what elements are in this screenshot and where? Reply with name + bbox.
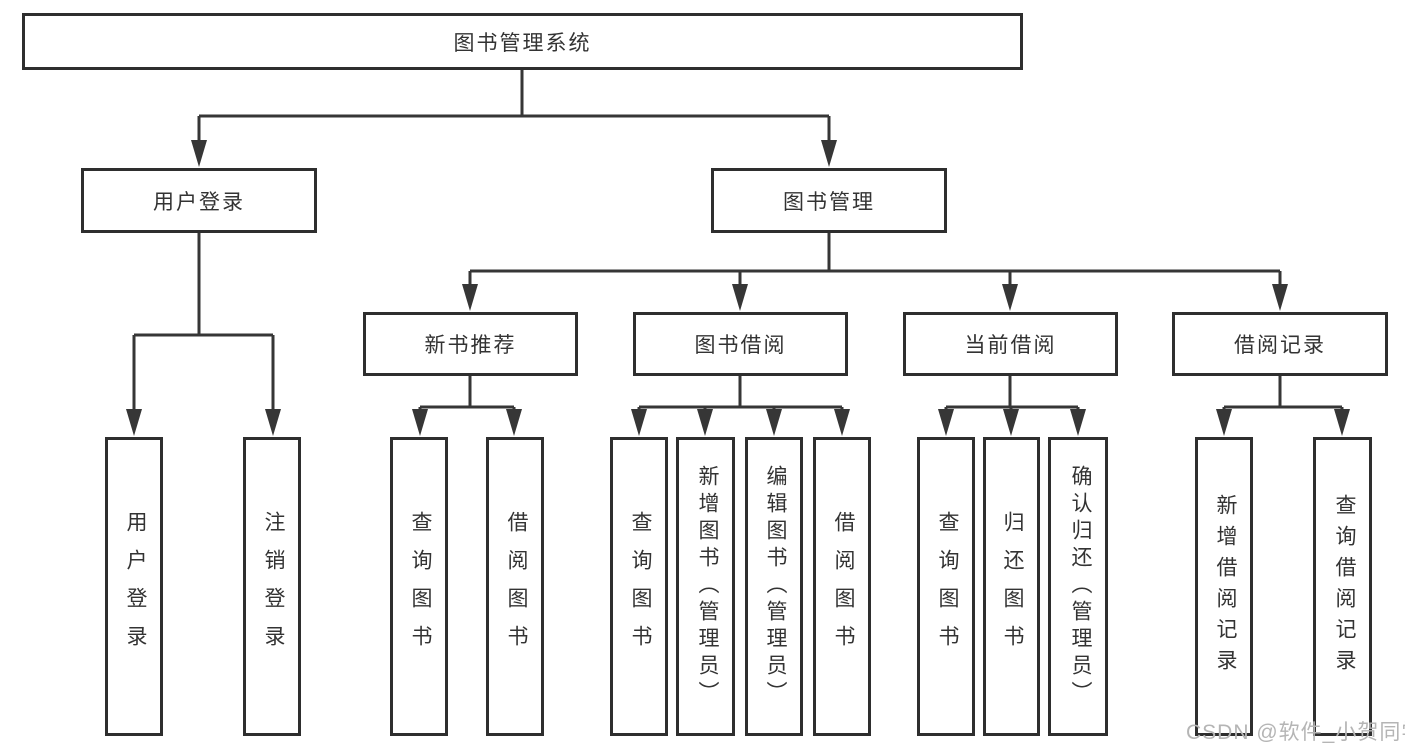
node-user-login-label: 用户登录 <box>153 190 245 214</box>
node-book-management-label: 图书管理 <box>783 190 875 214</box>
leaf-bb-query-book: 查询图书 <box>610 437 668 736</box>
leaf-br-add-record: 新增借阅记录 <box>1195 437 1253 736</box>
leaf-bb-borrow-book: 借阅图书 <box>813 437 871 736</box>
csdn-watermark: CSDN @软件_小贺同学 <box>1186 721 1405 744</box>
node-root-system-label: 图书管理系统 <box>453 31 592 55</box>
node-current-borrow: 当前借阅 <box>903 312 1118 376</box>
node-new-book-recommend-label: 新书推荐 <box>424 334 517 357</box>
leaf-cb-return-book: 归还图书 <box>983 437 1040 736</box>
leaf-user-login: 用户登录 <box>105 437 163 736</box>
arrowheads <box>126 140 1350 436</box>
node-borrow-records-label: 借阅记录 <box>1234 334 1326 357</box>
leaf-nb-query-book: 查询图书 <box>390 437 448 736</box>
leaf-nb-borrow-book: 借阅图书 <box>486 437 544 736</box>
leaf-br-query-record: 查询借阅记录 <box>1313 437 1372 736</box>
node-book-borrow-label: 图书借阅 <box>694 334 787 357</box>
leaf-logout: 注销登录 <box>243 437 301 736</box>
node-book-borrow: 图书借阅 <box>633 312 848 376</box>
node-current-borrow-label: 当前借阅 <box>964 334 1057 357</box>
node-book-management: 图书管理 <box>711 168 947 233</box>
leaf-bb-edit-book-admin: 编辑图书（管理员） <box>745 437 803 736</box>
node-borrow-records: 借阅记录 <box>1172 312 1388 376</box>
tree-edges <box>132 69 1344 411</box>
node-root-system: 图书管理系统 <box>22 13 1023 70</box>
node-user-login: 用户登录 <box>81 168 317 233</box>
leaf-bb-add-book-admin: 新增图书（管理员） <box>676 437 735 736</box>
leaf-cb-query-book: 查询图书 <box>917 437 975 736</box>
leaf-cb-confirm-return-admin: 确认归还（管理员） <box>1048 437 1108 736</box>
node-new-book-recommend: 新书推荐 <box>363 312 578 376</box>
